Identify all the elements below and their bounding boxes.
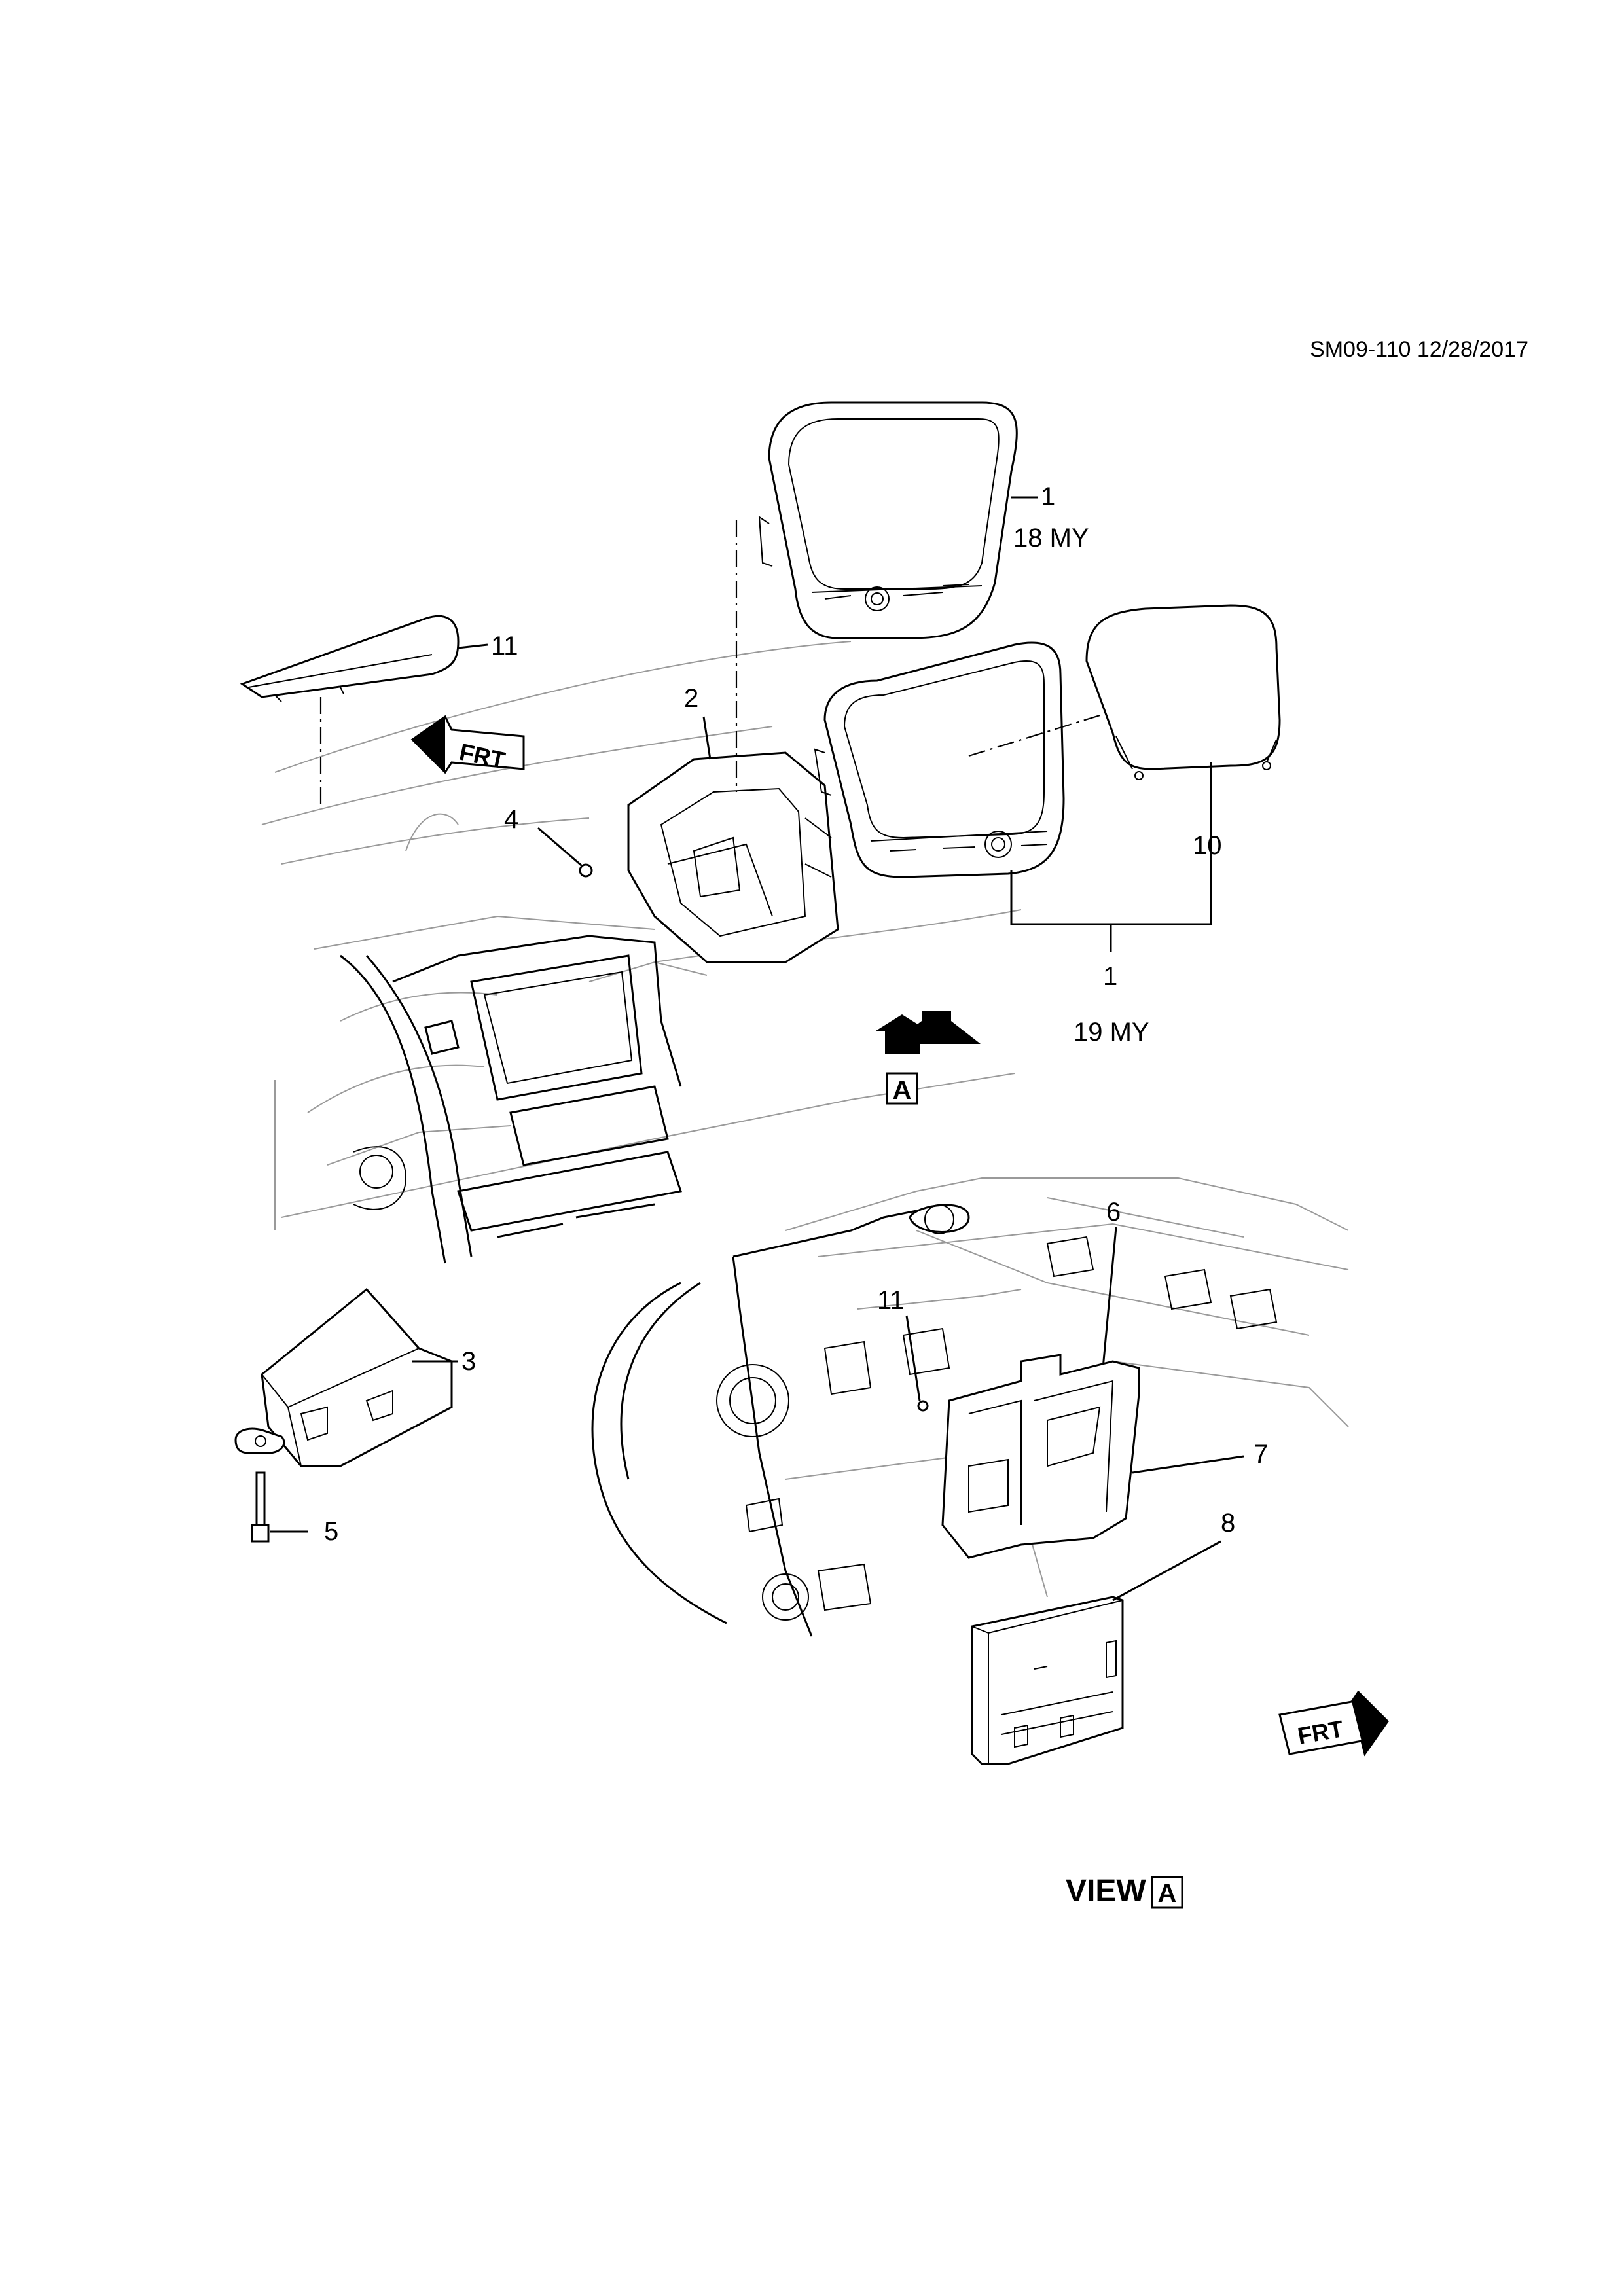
callout-1-19my: 1	[1103, 962, 1117, 991]
view-word: VIEW	[1066, 1874, 1146, 1909]
callout-2: 2	[684, 684, 698, 713]
dashboard-background	[261, 641, 1022, 1264]
callout-10: 10	[1193, 831, 1222, 860]
callout-8: 8	[1221, 1509, 1235, 1537]
front-direction-arrow-top: FRT	[410, 715, 525, 774]
callout-7: 7	[1254, 1440, 1268, 1469]
part-4-screw	[579, 863, 593, 878]
callout-bracket-19my	[1010, 762, 1212, 952]
view-a-background	[591, 1177, 1349, 1637]
part-5-bolt	[251, 1471, 270, 1543]
front-direction-arrow-bottom: FRT	[1278, 1690, 1389, 1757]
part-10-cover	[1085, 604, 1281, 780]
part-1-18my-display	[758, 401, 1018, 639]
callout-3: 3	[461, 1347, 476, 1376]
callout-1-18my: 1	[1041, 482, 1055, 511]
view-a-indicator: A	[876, 1011, 981, 1105]
doc-reference: SM09-110 12/28/2017	[1310, 337, 1528, 362]
callout-11-top: 11	[491, 632, 518, 660]
part-8-module	[971, 1596, 1124, 1765]
view-a-box-letter: A	[893, 1076, 912, 1105]
part-3-module	[234, 1287, 453, 1467]
callout-4: 4	[504, 805, 518, 834]
callout-11-bottom: 11	[877, 1286, 905, 1315]
part-7-bracket	[941, 1354, 1140, 1559]
label-18my: 18 MY	[1013, 524, 1089, 552]
part-11-clip	[917, 1400, 929, 1412]
view-letter: A	[1158, 1879, 1177, 1908]
part-2-bracket	[627, 751, 839, 963]
callout-6: 6	[1106, 1198, 1121, 1227]
label-19my: 19 MY	[1074, 1018, 1149, 1047]
part-11-trim-panel	[240, 615, 460, 702]
part-1-19my-display	[814, 641, 1065, 878]
callout-5: 5	[324, 1517, 338, 1546]
view-a-caption: VIEW A	[1066, 1874, 1183, 1909]
